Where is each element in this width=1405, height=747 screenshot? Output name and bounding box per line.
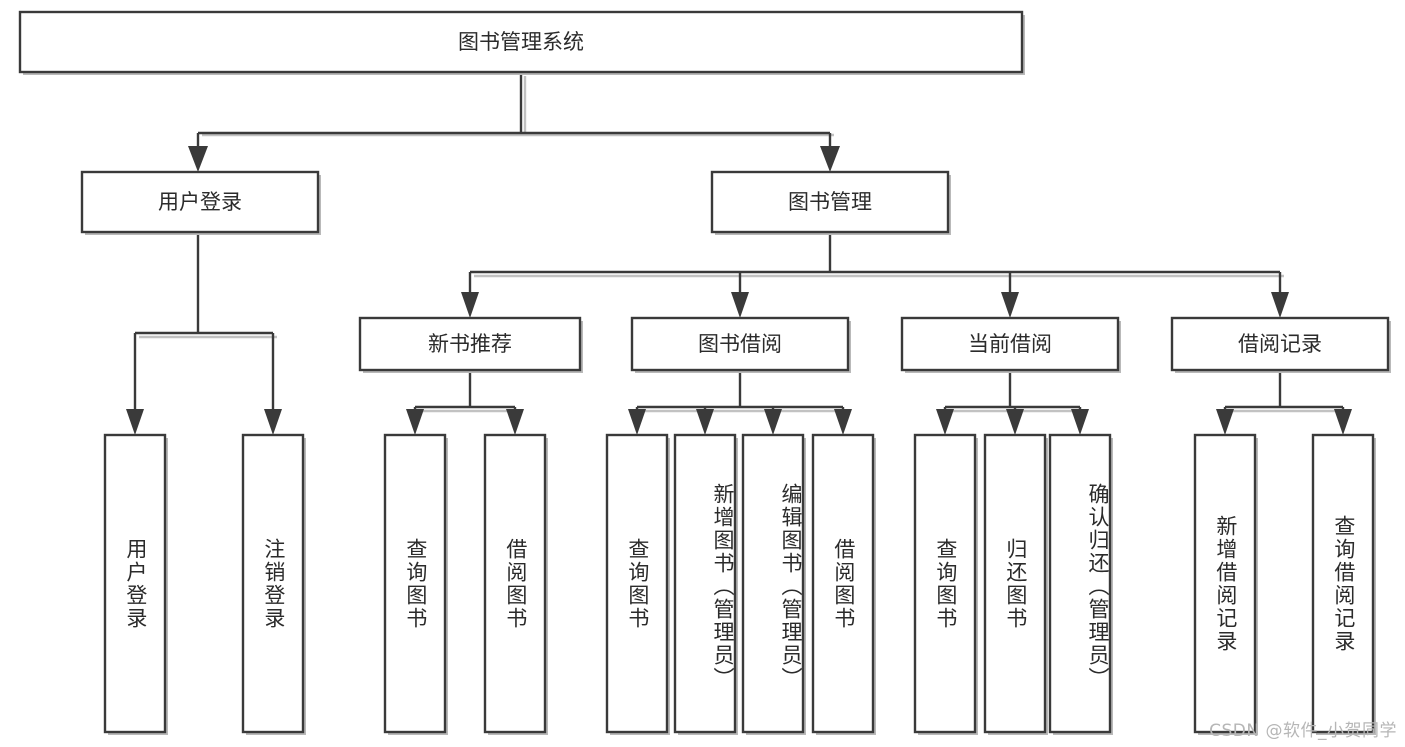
arrowhead-leaf-edit-book bbox=[764, 409, 782, 435]
arrowhead-leaf-borrow-book-2 bbox=[834, 409, 852, 435]
leaf-query-book-3-box[interactable] bbox=[913, 433, 977, 734]
arrowhead-currentborrow bbox=[1001, 292, 1019, 318]
node-book-borrow-label: 图书借阅 bbox=[698, 332, 782, 356]
node-root-box[interactable] bbox=[18, 10, 1024, 74]
leaf-edit-book-box[interactable] bbox=[741, 433, 805, 734]
arrowhead-leaf-user-login bbox=[126, 409, 144, 435]
node-root-label: 图书管理系统 bbox=[458, 30, 584, 54]
leaf-confirm-return-box[interactable] bbox=[1048, 433, 1112, 734]
arrowhead-leaf-logout-login bbox=[264, 409, 282, 435]
arrowhead-bookborrow bbox=[731, 292, 749, 318]
node-borrow-record-label: 借阅记录 bbox=[1238, 332, 1322, 356]
leaf-add-book-box[interactable] bbox=[673, 433, 737, 734]
leaf-query-book-2-box[interactable] bbox=[605, 433, 669, 734]
node-book-manage-label: 图书管理 bbox=[788, 190, 872, 214]
csdn-watermark: CSDN @软件_小贺同学 bbox=[1209, 721, 1397, 741]
leaf-query-book-1-box[interactable] bbox=[383, 433, 447, 734]
arrowhead-leaf-query-book-2 bbox=[628, 409, 646, 435]
leaf-user-login-box[interactable] bbox=[103, 433, 167, 734]
node-borrow-record-box[interactable] bbox=[1170, 316, 1390, 372]
arrowhead-leaf-confirm-return bbox=[1071, 409, 1089, 435]
arrowhead-borrowrecord bbox=[1271, 292, 1289, 318]
nodes-layer: 图书管理系统 用户登录 图书管理 新书推荐 图书借阅 当前借阅 借阅记录 bbox=[18, 10, 1391, 735]
node-current-borrow-label: 当前借阅 bbox=[968, 332, 1052, 356]
arrowhead-userlogin bbox=[188, 146, 208, 172]
leaf-logout-login-box[interactable] bbox=[241, 433, 305, 734]
arrowhead-newbook bbox=[461, 292, 479, 318]
arrowhead-leaf-add-book bbox=[696, 409, 714, 435]
leaf-add-record-box[interactable] bbox=[1193, 433, 1257, 734]
node-new-book-rec-box[interactable] bbox=[358, 316, 582, 372]
node-user-login-label: 用户登录 bbox=[158, 190, 242, 214]
arrowhead-leaf-add-record bbox=[1216, 409, 1234, 435]
arrowhead-bookmanage bbox=[820, 146, 840, 172]
leaf-return-book-box[interactable] bbox=[983, 433, 1047, 734]
node-new-book-rec-label: 新书推荐 bbox=[428, 332, 512, 356]
arrowhead-leaf-query-book-3 bbox=[936, 409, 954, 435]
arrowhead-leaf-query-record bbox=[1334, 409, 1352, 435]
leaf-borrow-book-1-box[interactable] bbox=[483, 433, 547, 734]
edges-layer bbox=[126, 72, 1352, 435]
node-current-borrow-box[interactable] bbox=[900, 316, 1120, 372]
leaf-query-record-box[interactable] bbox=[1311, 433, 1375, 734]
arrowhead-leaf-borrow-book-1 bbox=[506, 409, 524, 435]
arrowhead-leaf-query-book-1 bbox=[406, 409, 424, 435]
node-book-borrow-box[interactable] bbox=[630, 316, 850, 372]
arrowhead-leaf-return-book bbox=[1006, 409, 1024, 435]
leaf-borrow-book-2-box[interactable] bbox=[811, 433, 875, 734]
node-book-manage-box[interactable] bbox=[710, 170, 950, 234]
node-user-login-box[interactable] bbox=[80, 170, 320, 234]
